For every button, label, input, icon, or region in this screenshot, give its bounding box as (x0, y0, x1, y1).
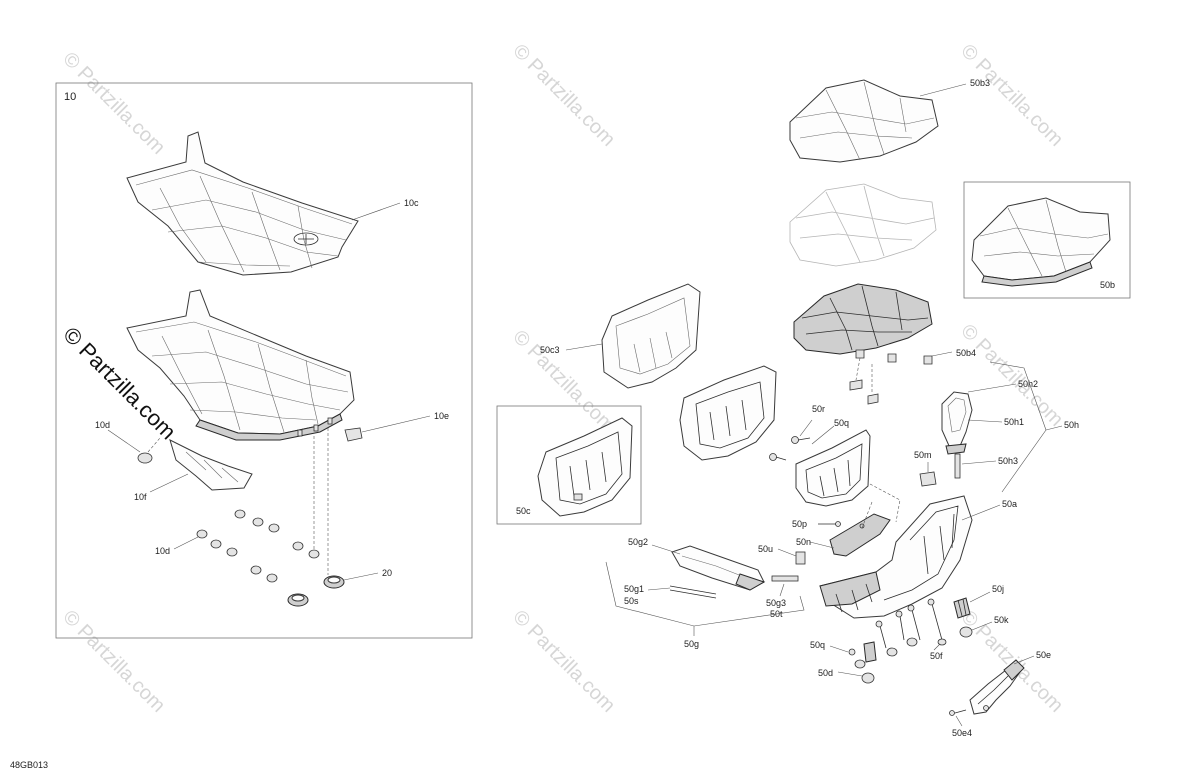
panel-50n (829, 513, 891, 557)
base-fasteners (849, 379, 879, 405)
callout-50u: 50u (758, 544, 773, 554)
fasteners-50q-50d (848, 610, 905, 684)
callout-50p: 50p (792, 519, 807, 529)
callout-20: 20 (382, 568, 392, 578)
callout-50e: 50e (1036, 650, 1051, 660)
callout-50n: 50n (796, 537, 811, 547)
callout-10d-lower: 10d (155, 546, 170, 556)
callout-50e4: 50e4 (952, 728, 972, 738)
grommet-20 (287, 575, 345, 607)
bumper-group-10d (196, 509, 320, 583)
callout-50h1: 50h1 (1004, 417, 1024, 427)
callout-50m: 50m (914, 450, 932, 460)
screw-50r (791, 436, 811, 444)
rod-50h3 (954, 453, 961, 479)
callout-50g2: 50g2 (628, 537, 648, 547)
backrest-frame (795, 429, 871, 507)
backrest-50c3 (601, 283, 701, 389)
seat-cover-50b3 (789, 79, 939, 163)
callout-50r: 50r (812, 404, 825, 414)
washer-50q-upper (769, 453, 787, 461)
bumper-10d (137, 452, 153, 464)
rod-50g1 (669, 585, 717, 599)
backrest-50c-frame (496, 405, 642, 525)
pin-50g3 (771, 575, 799, 582)
callout-10c: 10c (404, 198, 419, 208)
callout-50k: 50k (994, 615, 1009, 625)
seat-frame-50a (819, 495, 973, 619)
callout-50c3: 50c3 (540, 345, 560, 355)
seat-assembly-10 (126, 289, 355, 441)
callout-50c: 50c (516, 506, 531, 516)
screw-50e4 (949, 709, 967, 716)
callout-10e: 10e (434, 411, 449, 421)
callout-50h: 50h (1064, 420, 1079, 430)
callout-50h3: 50h3 (998, 456, 1018, 466)
callout-50h2: 50h2 (1018, 379, 1038, 389)
callout-50s: 50s (624, 596, 639, 606)
callout-50a: 50a (1002, 499, 1017, 509)
watermark-text: © Partzilla.com (58, 48, 169, 159)
bumper-50k (959, 626, 973, 638)
callout-50q-lower: 50q (810, 640, 825, 650)
callout-50f: 50f (930, 651, 943, 661)
armrest-50g2 (671, 545, 766, 591)
watermark-text: © Partzilla.com (508, 40, 619, 151)
latch-50j (953, 597, 971, 619)
callout-50q-upper: 50q (834, 418, 849, 428)
callout-10d-upper: 10d (95, 420, 110, 430)
bushing-50u (795, 551, 806, 565)
watermark-text: © Partzilla.com (58, 606, 169, 717)
pad-10f (169, 439, 253, 491)
seat-50b (971, 197, 1111, 287)
seat-50b-frame (963, 181, 1131, 299)
pin-50p (818, 521, 841, 527)
handle-50h1 (941, 391, 973, 455)
group-label: 10 (64, 91, 76, 103)
group-10-frame (55, 82, 473, 639)
watermark-text: © Partzilla.com (956, 40, 1067, 151)
callout-50g1: 50g1 (624, 584, 644, 594)
callout-50b4: 50b4 (956, 348, 976, 358)
callout-50g: 50g (684, 639, 699, 649)
lever-50e (969, 659, 1025, 715)
callout-50g3: 50g3 (766, 598, 786, 608)
watermark-text: © Partzilla.com (508, 606, 619, 717)
seat-ghost-outline (789, 183, 937, 267)
bolts-50f (906, 598, 947, 647)
watermark-text: © Partzilla.com (956, 320, 1067, 431)
clip-10e (344, 427, 363, 442)
seat-cover-10c (126, 131, 359, 276)
seat-base-50b4 (793, 283, 933, 365)
diagram-ref-code: 48GB013 (10, 760, 48, 770)
callout-50b: 50b (1100, 280, 1115, 290)
callout-50b3: 50b3 (970, 78, 990, 88)
backrest-50c (537, 417, 633, 517)
callout-50j: 50j (992, 584, 1004, 594)
callout-50d: 50d (818, 668, 833, 678)
backrest-middle (679, 365, 777, 461)
clip-50m (919, 471, 937, 487)
callout-10f: 10f (134, 492, 147, 502)
